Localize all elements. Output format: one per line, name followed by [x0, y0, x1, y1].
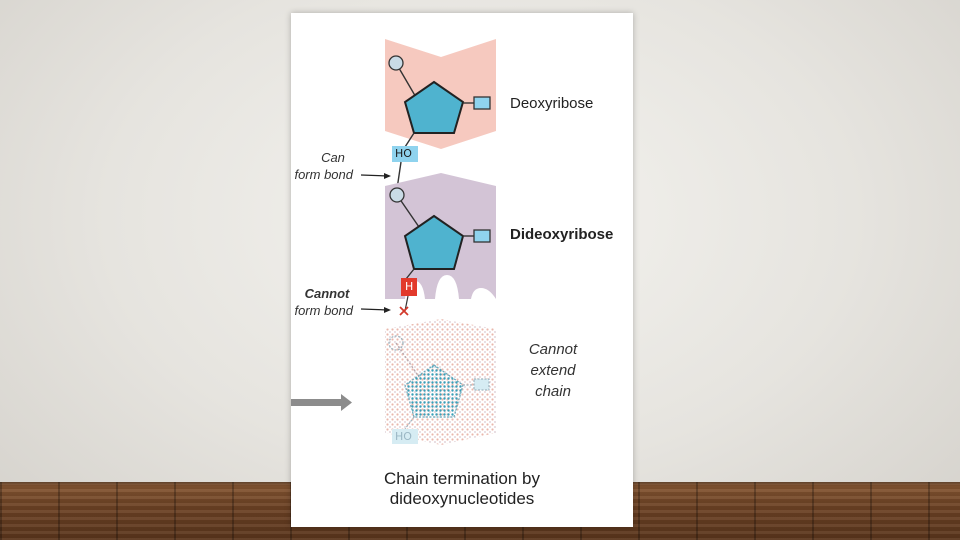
can-form-bond-label: Can form bond [291, 149, 353, 183]
no-bond-cross [399, 306, 409, 316]
base-square-middle [473, 229, 491, 243]
hydrogen-label: H [405, 280, 414, 293]
can-form-bond-line-1: Can [321, 150, 345, 165]
hydrogen-box [401, 278, 417, 296]
caption-line-1: Chain termination by [384, 469, 540, 488]
phosphate-circle-top [388, 55, 404, 71]
hydroxyl-label-bottom: HO [395, 430, 412, 443]
phosphate-circle-middle [389, 187, 405, 203]
cannot-form-bond-label: Cannot form bond [291, 285, 353, 319]
cannot-form-bond-arrow [360, 307, 391, 313]
grey-right-arrow [291, 394, 352, 411]
base-square-top [473, 96, 491, 110]
sugar-pentagon-middle [403, 214, 465, 270]
faded-phosphate-circle [388, 335, 404, 351]
caption-line-2: dideoxynucleotides [389, 489, 535, 508]
faded-base-square [473, 378, 490, 391]
cannot-extend-chain-label: Cannot extend chain [513, 339, 593, 402]
cannot-extend-line-1: Cannot [528, 341, 578, 358]
cannot-extend-line-2: extend [530, 362, 576, 379]
faded-hydroxyl-box [392, 429, 418, 444]
can-form-bond-arrow [360, 173, 391, 179]
can-form-bond-line-2: form bond [294, 167, 353, 182]
dideoxyribose-label: Dideoxyribose [510, 226, 614, 243]
dideoxy-diagram [291, 39, 496, 445]
cannot-extend-line-3: chain [535, 383, 571, 400]
cannot-form-bond-line-2: form bond [294, 303, 353, 318]
hydroxyl-box-top [392, 146, 418, 162]
faded-sugar-pentagon [404, 364, 464, 418]
cannot-form-bond-line-1: Cannot [304, 286, 350, 301]
sugar-pentagon-top [403, 80, 465, 134]
figure-caption: Chain termination by dideoxynucleotides [291, 469, 633, 509]
hydroxyl-label-top: HO [395, 147, 412, 160]
slide-image-card: HO H HO Deoxyribose Dideoxyribose Can fo… [291, 13, 633, 527]
deoxyribose-label: Deoxyribose [510, 95, 594, 112]
